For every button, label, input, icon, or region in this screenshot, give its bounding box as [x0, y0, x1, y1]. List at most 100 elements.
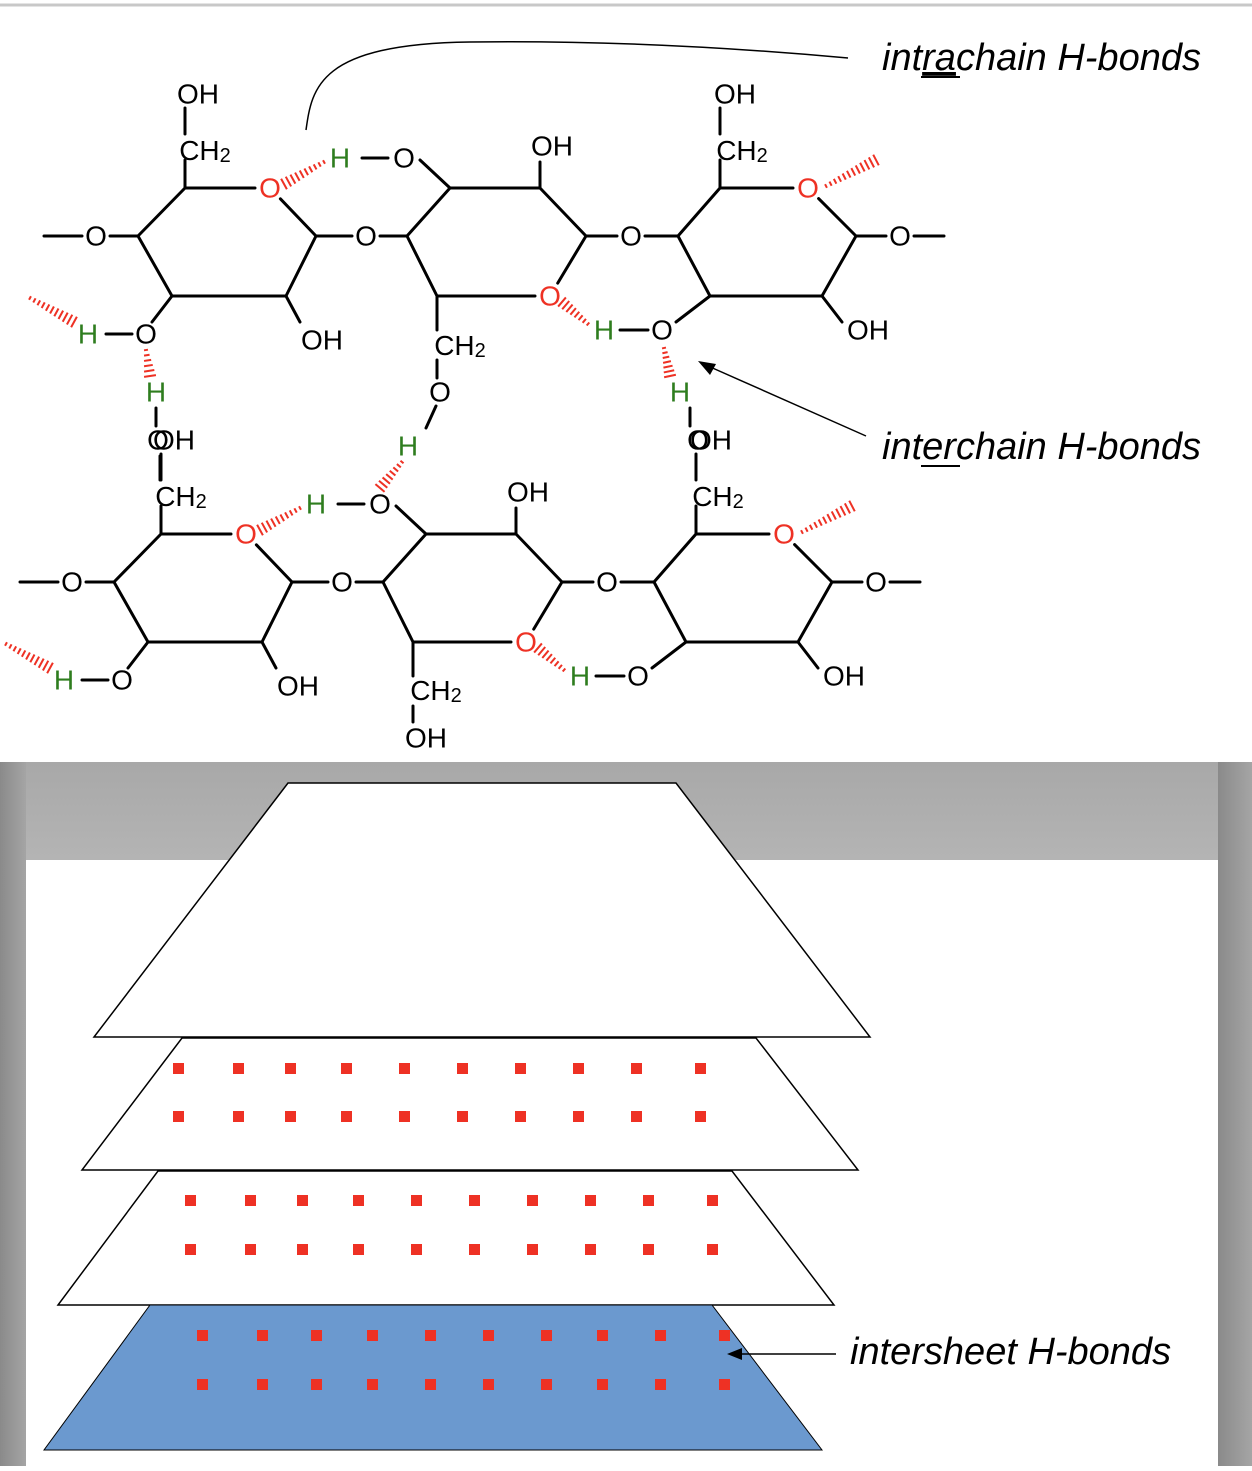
lower-chain-ring1-oh-top: OH — [153, 425, 195, 456]
sheet-third — [56, 1170, 836, 1306]
ring-bond — [405, 234, 439, 298]
ring-bond — [820, 234, 858, 298]
upper-chain-ring3-ch2: CH2 — [716, 135, 768, 168]
ring-bond — [652, 532, 698, 584]
hbond-dot — [695, 1111, 706, 1122]
hbond-dot — [285, 1063, 296, 1074]
lower-chain-glycosidic-oxygen-2: O — [331, 567, 353, 598]
upper-ring2-ch2: CH2 — [434, 330, 486, 363]
upper-ring2-o6: O — [429, 377, 451, 408]
lower-chain-ring3-oh-bottom: OH — [823, 661, 865, 692]
hbond-dot — [311, 1379, 322, 1390]
lower-ring2-oh-bottom: OH — [405, 723, 447, 754]
substituent-bond — [126, 640, 150, 670]
lower-chain-hbond-intrachain-1 — [256, 505, 302, 536]
ring-bond — [796, 580, 834, 644]
hbond-dot — [185, 1244, 196, 1255]
lower-chain-hbond-intrachain-2 — [533, 642, 567, 673]
substituent-bond — [674, 294, 712, 324]
hbond-dot — [285, 1111, 296, 1122]
upper-chain-ring3-oh-bottom: OH — [847, 315, 889, 346]
ring-bond — [793, 543, 834, 584]
hbond-dot — [257, 1330, 268, 1341]
lower-ring2-ch2: CH2 — [410, 675, 462, 708]
upper-chain-ring3-oh-top: OH — [714, 79, 756, 110]
upper-chain-glycosidic-oxygen-4: O — [889, 221, 911, 252]
lower-chain-ring2-h2: H — [306, 489, 326, 520]
hbond-dot — [457, 1063, 468, 1074]
upper-chain-hbond-left — [28, 295, 78, 328]
upper-chain-ring1-oh-bottom: OH — [301, 325, 343, 356]
upper-chain-ring2-h2: H — [330, 143, 350, 174]
intrachain-pointer-line — [305, 40, 849, 131]
hbond-dot — [597, 1330, 608, 1341]
hbond-dot — [411, 1244, 422, 1255]
hbond-dot — [297, 1244, 308, 1255]
intrachain-label: intrachain H-bonds — [882, 37, 1201, 79]
interchain-left-h: H — [146, 377, 166, 408]
hbond-dot — [399, 1063, 410, 1074]
upper-chain-ring1-ch2: CH2 — [179, 135, 231, 168]
substituent-bond — [796, 640, 820, 670]
upper-chain-ring2-oxygen: O — [539, 281, 561, 312]
hbond-dot — [469, 1244, 480, 1255]
upper-chain-ring1-o3: O — [135, 319, 157, 350]
upper-chain-ring3-oxygen: O — [797, 173, 819, 204]
upper-chain-hbond-right — [824, 154, 880, 189]
substituent-bond — [150, 294, 174, 324]
hbond-dot — [695, 1063, 706, 1074]
ring-bond — [405, 186, 452, 238]
hbond-dot — [367, 1379, 378, 1390]
hbond-dot — [707, 1244, 718, 1255]
hbond-dot — [515, 1063, 526, 1074]
hbond-dot — [411, 1195, 422, 1206]
hbond-dot — [457, 1111, 468, 1122]
upper-chain-ring2-o2: O — [393, 143, 415, 174]
ring-bond — [556, 234, 588, 285]
cellulose-bonds — [18, 106, 946, 724]
upper-chain-glycosidic-oxygen-2: O — [355, 221, 377, 252]
lower-ring1-o6: O — [147, 425, 169, 456]
hbond-dot — [367, 1330, 378, 1341]
hbond-dot — [541, 1379, 552, 1390]
intersheet-hbond-dots — [173, 1063, 730, 1390]
interchain-arrow-head — [698, 361, 716, 375]
hbond-dot — [483, 1379, 494, 1390]
frame-left-edge — [0, 762, 26, 1466]
lower-chain-ring2-o2: O — [369, 489, 391, 520]
hbond-dot — [257, 1379, 268, 1390]
lower-chain-ring2-oxygen: O — [515, 627, 537, 658]
sheet-top — [92, 782, 872, 1038]
upper-chain-glycosidic-oxygen-3: O — [620, 221, 642, 252]
hbond-dot — [631, 1111, 642, 1122]
upper-chain-ring1-h3: H — [78, 319, 98, 350]
ring-bond — [260, 580, 294, 644]
lower-chain-ring1-ch2: CH2 — [155, 481, 207, 514]
ring-bond — [532, 580, 564, 631]
lower-chain-ring3-oxygen: O — [773, 519, 795, 550]
lower-chain-hbond-left — [4, 641, 54, 674]
upper-chain-ring1-oh-top: OH — [177, 79, 219, 110]
hbond-dot — [707, 1195, 718, 1206]
hbond-dot — [719, 1330, 730, 1341]
ring-bond — [817, 197, 858, 238]
upper-chain-ring3-h3: H — [594, 315, 614, 346]
ring-bond — [136, 186, 187, 238]
ring-bond — [514, 532, 564, 584]
ring-bond — [381, 580, 415, 644]
hbond-dot — [185, 1195, 196, 1206]
hbond-dot — [233, 1111, 244, 1122]
ring-bond — [254, 543, 294, 584]
hbond-dot — [541, 1330, 552, 1341]
hbond-dot — [197, 1330, 208, 1341]
lower-chain-ring3-h3: H — [570, 661, 590, 692]
hbond-dot — [311, 1330, 322, 1341]
lower-chain-glycosidic-oxygen-4: O — [865, 567, 887, 598]
hbond-dot — [585, 1244, 596, 1255]
ring-bond — [136, 234, 174, 298]
substituent-bond — [284, 294, 302, 324]
hbond-dot — [197, 1379, 208, 1390]
hbond-dot — [341, 1111, 352, 1122]
upper-chain-hbond-intrachain-2 — [557, 296, 591, 327]
upper-chain-ring1-oxygen: O — [259, 173, 281, 204]
